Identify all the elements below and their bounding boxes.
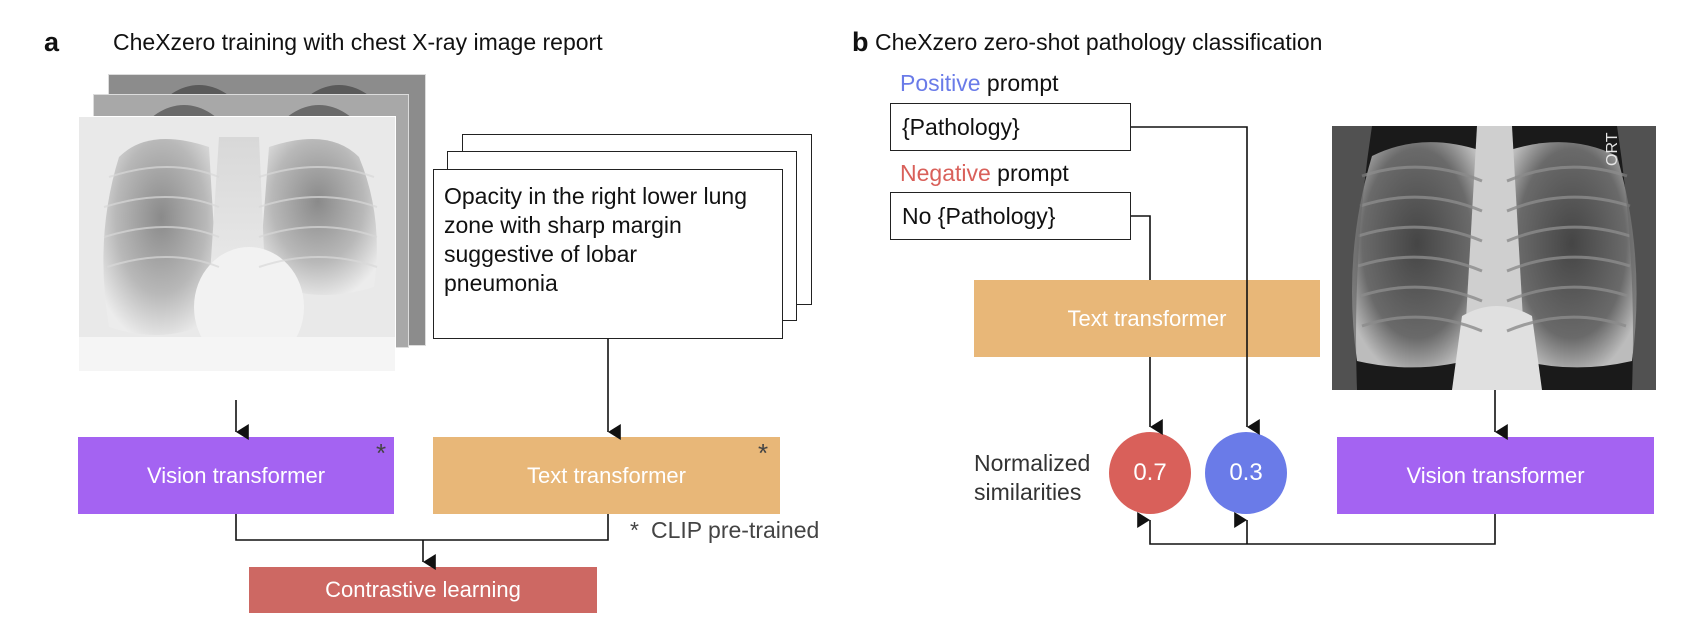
text-transformer-block-b: Text transformer [974,280,1320,357]
contrastive-learning-label: Contrastive learning [325,577,521,602]
panel-b-title: CheXzero zero-shot pathology classificat… [875,29,1323,55]
positive-prompt-text: {Pathology} [902,113,1020,140]
positive-prompt-box: {Pathology} [890,103,1131,151]
positive-prompt-label: Positive prompt [900,70,1059,97]
text-transformer-label-b: Text transformer [1067,305,1227,331]
positive-score-circle: 0.3 [1205,432,1287,514]
vision-transformer-label-b: Vision transformer [1406,462,1585,488]
negative-suffix: prompt [990,160,1069,186]
positive-score-value: 0.3 [1229,459,1263,486]
line-vision-to-scores [1137,512,1496,545]
vision-transformer-label: Vision transformer [146,462,326,488]
similarity-label-line: similarities [974,479,1082,505]
clip-star-text: * [758,438,769,468]
report-line: Opacity in the right lower lung [444,183,747,209]
xray-image-front [78,116,396,372]
negative-word: Negative [900,160,991,186]
contrastive-learning-block: Contrastive learning [249,567,597,613]
negative-prompt-box: No {Pathology} [890,192,1131,240]
positive-suffix: prompt [980,70,1059,96]
report-card-front: Opacity in the right lower lung zone wit… [433,169,783,339]
clip-note-star: * [630,517,639,543]
normalized-similarities-label: Normalized similarities [974,449,1090,507]
panel-a-title: CheXzero training with chest X-ray image… [113,29,603,55]
xray-image-b: ORT [1332,126,1656,390]
negative-score-circle: 0.7 [1109,432,1191,514]
report-line: pneumonia [444,270,558,296]
line-negative-to-text [1131,215,1151,280]
vision-transformer-block-b: Vision transformer [1337,437,1654,514]
panel-b-letter: b [852,27,869,57]
text-transformer-label: Text transformer [527,462,686,488]
line-positive-to-score [1131,126,1260,435]
negative-prompt-label: Negative prompt [900,160,1069,187]
line-vision-merge [235,514,609,541]
positive-word: Positive [900,70,981,96]
negative-prompt-text: No {Pathology} [902,202,1056,229]
clip-note-text: CLIP pre-trained [650,517,820,543]
similarity-label-line: Normalized [974,450,1091,476]
clip-star-vision: * [376,438,387,468]
report-line: zone with sharp margin [444,212,682,238]
vision-transformer-block: Vision transformer [78,437,394,514]
report-text: Opacity in the right lower lung zone wit… [434,170,782,310]
clip-note: * CLIP pre-trained [630,516,819,545]
negative-score-value: 0.7 [1133,459,1167,486]
text-transformer-block: Text transformer [433,437,780,514]
report-line: suggestive of lobar [444,241,638,267]
panel-a-letter: a [44,27,60,57]
xray-orientation-marker: ORT [1604,132,1621,166]
